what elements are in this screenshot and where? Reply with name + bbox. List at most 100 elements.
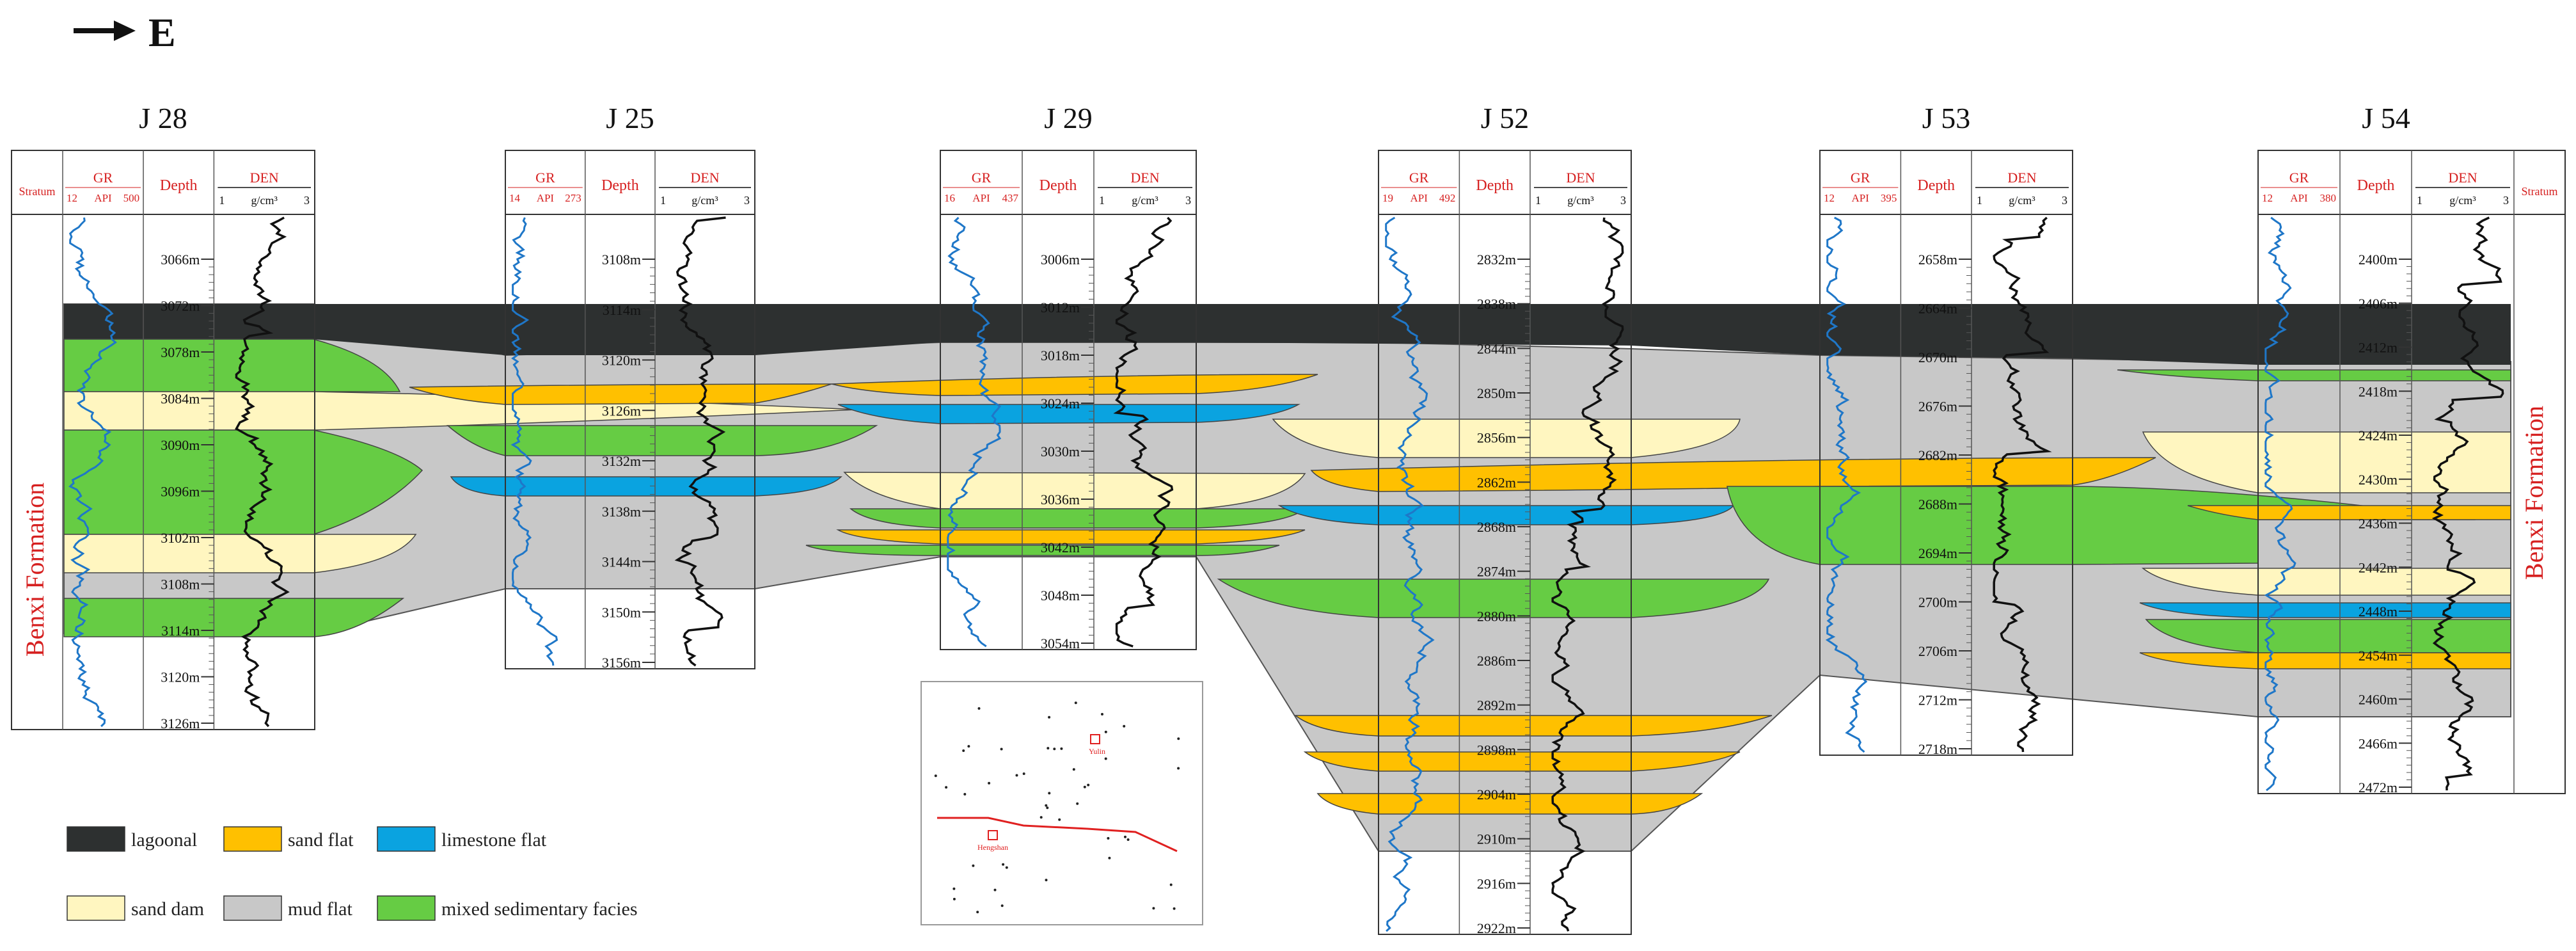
depth-label: 3156m bbox=[602, 655, 641, 671]
depth-header: Depth bbox=[1039, 177, 1077, 194]
direction-indicator: E bbox=[74, 10, 176, 55]
den-header: DEN bbox=[690, 170, 719, 186]
gr-max: 437 bbox=[1002, 192, 1019, 204]
depth-label: 3120m bbox=[161, 669, 200, 685]
legend-swatch bbox=[223, 895, 282, 921]
map-well-dot-icon bbox=[988, 781, 991, 785]
depth-label: 2712m bbox=[1918, 692, 1957, 708]
gr-header: GR bbox=[1851, 170, 1870, 186]
depth-label: 3042m bbox=[1041, 539, 1080, 555]
depth-label: 3078m bbox=[161, 344, 200, 360]
map-well-dot-icon bbox=[1123, 724, 1126, 728]
arrow-right-icon bbox=[114, 20, 136, 41]
depth-label: 3006m bbox=[1041, 252, 1080, 268]
well-frame bbox=[505, 150, 755, 669]
map-well-dot-icon bbox=[1000, 904, 1004, 907]
map-well-dot-icon bbox=[1107, 836, 1110, 840]
legend-swatch bbox=[377, 826, 436, 852]
den-curve bbox=[674, 216, 726, 667]
den-unit: g/cm³ bbox=[1132, 194, 1158, 207]
depth-label: 2694m bbox=[1918, 545, 1957, 561]
depth-label: 2898m bbox=[1477, 742, 1516, 758]
map-well-dot-icon bbox=[1045, 804, 1048, 807]
depth-label: 3132m bbox=[602, 453, 641, 469]
depth-label: 2838m bbox=[1477, 296, 1516, 312]
location-map-inset: Yulin Hengshan bbox=[921, 681, 1203, 925]
map-well-dot-icon bbox=[945, 786, 948, 789]
den-min: 1 bbox=[1977, 194, 1982, 207]
den-unit: g/cm³ bbox=[251, 194, 278, 207]
mixed-facies-lens bbox=[63, 598, 405, 637]
den-max: 3 bbox=[2062, 194, 2067, 207]
stratum-header: Stratum bbox=[19, 185, 56, 198]
section-line bbox=[937, 817, 1178, 852]
depth-label: 2406m bbox=[2359, 296, 2398, 312]
map-well-dot-icon bbox=[1058, 818, 1061, 821]
map-well-dot-icon bbox=[1072, 768, 1075, 771]
map-well-dot-icon bbox=[1087, 783, 1090, 787]
gr-unit: API bbox=[972, 192, 990, 204]
depth-header: Depth bbox=[2357, 177, 2395, 194]
depth-label: 2706m bbox=[1918, 643, 1957, 659]
legend-item: sand flat bbox=[223, 826, 354, 852]
gr-curve bbox=[510, 217, 558, 666]
depth-label: 2856m bbox=[1477, 430, 1516, 446]
mixed-facies-lens bbox=[849, 508, 1307, 529]
depth-label: 3084m bbox=[161, 391, 200, 407]
gr-max: 273 bbox=[565, 192, 581, 204]
legend-swatch bbox=[223, 826, 282, 852]
depth-label: 3036m bbox=[1041, 491, 1080, 507]
well-name: J 52 bbox=[1481, 102, 1529, 134]
den-header: DEN bbox=[2448, 170, 2477, 186]
map-well-dot-icon bbox=[1048, 792, 1051, 795]
depth-label: 3012m bbox=[1041, 300, 1080, 316]
hengshan-marker-icon bbox=[988, 830, 998, 840]
depth-label: 2412m bbox=[2359, 340, 2398, 356]
depth-label: 2682m bbox=[1918, 447, 1957, 463]
gr-curve bbox=[947, 216, 1002, 648]
gr-unit: API bbox=[1410, 192, 1428, 204]
depth-label: 2466m bbox=[2359, 735, 2398, 751]
depth-label: 3054m bbox=[1041, 635, 1080, 651]
map-well-dot-icon bbox=[1060, 747, 1063, 750]
map-well-dot-icon bbox=[1039, 816, 1043, 819]
legend-label: sand dam bbox=[131, 899, 204, 920]
legend-item: mud flat bbox=[223, 895, 352, 921]
depth-label: 3126m bbox=[602, 403, 641, 419]
well-name: J 25 bbox=[606, 102, 654, 134]
den-unit: g/cm³ bbox=[2449, 194, 2476, 207]
well-name: J 28 bbox=[139, 102, 187, 134]
mixed-facies-lens bbox=[63, 429, 423, 535]
gr-header: GR bbox=[972, 170, 992, 186]
depth-label: 2700m bbox=[1918, 595, 1957, 611]
yulin-marker-icon bbox=[1090, 734, 1100, 744]
depth-label: 2472m bbox=[2359, 779, 2398, 795]
legend-label: mixed sedimentary facies bbox=[441, 899, 638, 920]
direction-label: E bbox=[148, 10, 176, 55]
depth-label: 2436m bbox=[2359, 516, 2398, 532]
depth-label: 2850m bbox=[1477, 385, 1516, 401]
depth-label: 3090m bbox=[161, 437, 200, 453]
den-min: 1 bbox=[1535, 194, 1541, 207]
map-well-dot-icon bbox=[1104, 757, 1107, 760]
depth-header: Depth bbox=[160, 177, 198, 194]
stratum-label-right: Benxi Formation bbox=[2520, 406, 2548, 580]
depth-label: 2718m bbox=[1918, 741, 1957, 757]
map-well-dot-icon bbox=[1101, 713, 1103, 715]
mixed-facies-lens bbox=[446, 425, 878, 456]
gr-curve bbox=[2264, 216, 2296, 792]
gr-min: 16 bbox=[944, 192, 955, 204]
den-max: 3 bbox=[2503, 194, 2509, 207]
den-header: DEN bbox=[1130, 170, 1159, 186]
depth-header: Depth bbox=[1917, 177, 1955, 194]
map-well-dot-icon bbox=[977, 707, 981, 710]
sand-dam-lens bbox=[63, 534, 417, 573]
gr-max: 500 bbox=[123, 192, 140, 204]
gr-min: 12 bbox=[2262, 192, 2273, 204]
depth-label: 2874m bbox=[1477, 564, 1516, 580]
stratum-label-left: Benxi Formation bbox=[20, 483, 49, 657]
